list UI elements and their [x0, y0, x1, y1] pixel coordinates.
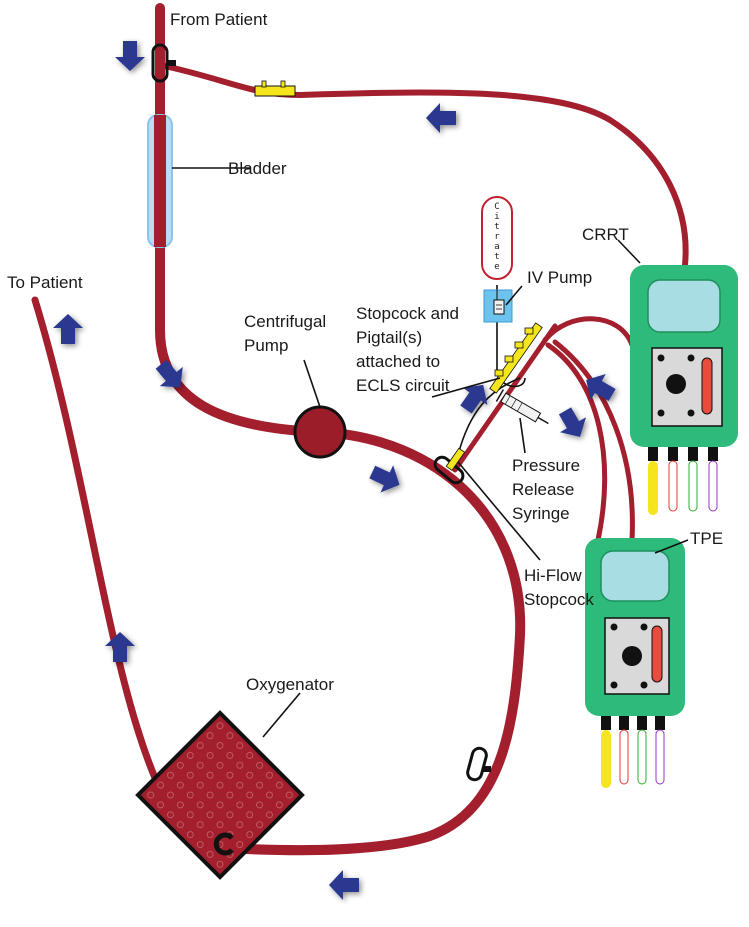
flow-arrow-icon	[53, 314, 83, 344]
oxygenator	[135, 710, 305, 880]
flow-arrow-icon	[329, 870, 359, 900]
crrt-access-tubing	[542, 316, 635, 348]
tpe-machine	[585, 538, 685, 788]
label-iv-pump: IV Pump	[527, 268, 592, 287]
svg-text:i: i	[494, 212, 499, 222]
centrifugal-pump	[293, 405, 347, 459]
label-oxygenator: Oxygenator	[246, 675, 334, 694]
label-centrifugal-pump-1: Centrifugal	[244, 312, 326, 331]
return-to-patient-tubing	[31, 296, 169, 804]
label-crrt: CRRT	[582, 225, 629, 244]
flow-arrow-icon	[105, 632, 135, 662]
tpe-tubing-a	[545, 342, 608, 543]
tpe-tubing-b	[552, 339, 635, 543]
label-stopcock-2: Pigtail(s)	[356, 328, 422, 347]
label-pressure-1: Pressure	[512, 456, 580, 475]
svg-text:C: C	[494, 202, 499, 212]
label-bladder: Bladder	[228, 159, 287, 178]
citrate-bag	[481, 196, 513, 280]
label-hi-flow-2: Stopcock	[524, 590, 594, 609]
hi-flow-stopcock	[445, 447, 466, 471]
label-to-patient: To Patient	[7, 273, 83, 292]
crrt-return-tubing	[157, 62, 689, 268]
clamp-icon	[466, 746, 488, 782]
connector-icon	[254, 80, 296, 97]
flow-arrow-icon	[426, 103, 456, 133]
flow-arrow-icon	[552, 403, 593, 445]
label-tpe: TPE	[690, 529, 723, 548]
crrt-machine	[630, 265, 738, 515]
syringe-icon	[495, 389, 549, 425]
label-stopcock-1: Stopcock and	[356, 304, 459, 323]
svg-text:t: t	[494, 222, 499, 232]
main-drainage-tubing	[155, 3, 526, 856]
label-stopcock-4: ECLS circuit	[356, 376, 450, 395]
label-from-patient: From Patient	[170, 10, 268, 29]
svg-text:t: t	[494, 252, 499, 262]
svg-text:a: a	[494, 242, 499, 252]
flow-arrow-icon	[115, 41, 145, 71]
oxygenator-port	[213, 832, 234, 856]
flow-arrow-icon	[365, 458, 406, 499]
pigtail-line	[457, 377, 521, 456]
label-stopcock-3: attached to	[356, 352, 440, 371]
label-pressure-2: Release	[512, 480, 574, 499]
label-pressure-3: Syringe	[512, 504, 570, 523]
stopcock-icon	[489, 322, 543, 394]
label-hi-flow-1: Hi-Flow	[524, 566, 582, 585]
label-centrifugal-pump-2: Pump	[244, 336, 288, 355]
svg-text:r: r	[494, 232, 500, 242]
svg-text:e: e	[494, 262, 499, 272]
iv-pump	[483, 289, 513, 323]
citrate-label: C i t r a t e	[494, 202, 500, 272]
